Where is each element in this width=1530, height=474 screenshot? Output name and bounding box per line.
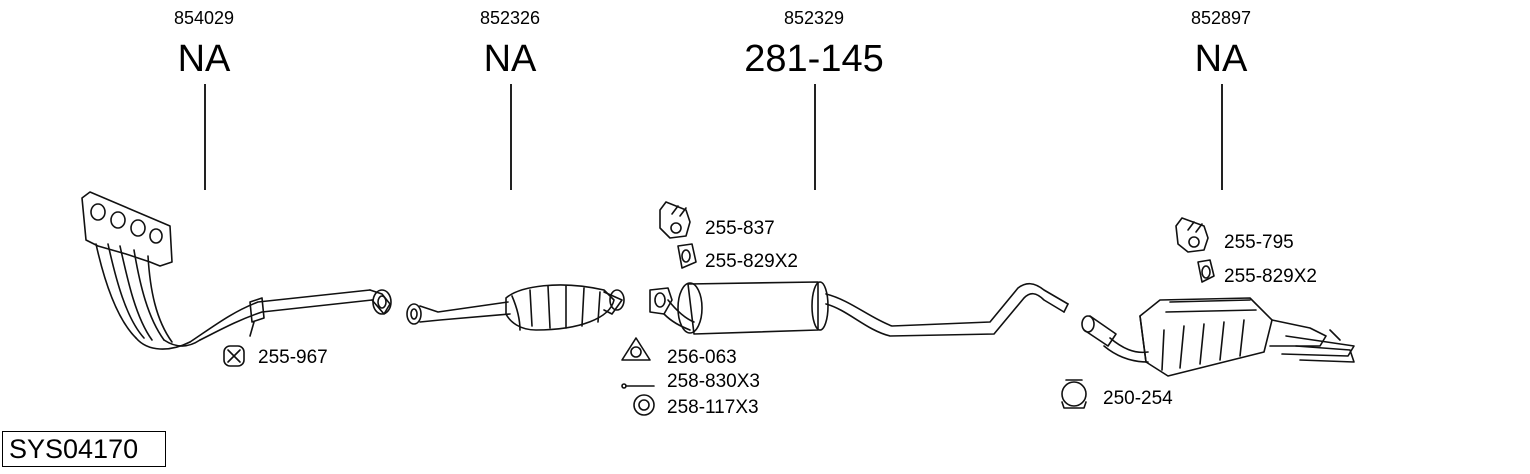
bolt-icon	[621, 383, 655, 389]
leader-line-4	[1221, 84, 1223, 190]
leader-line-3	[814, 84, 816, 190]
system-id-box: SYS04170	[2, 431, 166, 467]
column-code-1: 854029	[173, 8, 235, 28]
washer-ring-icon	[633, 394, 655, 416]
column-code-3: 852329	[783, 8, 845, 28]
part-ref-255-967: 255-967	[258, 347, 328, 368]
rubber-ring-icon	[677, 243, 697, 269]
part-ref-255-795: 255-795	[1224, 232, 1294, 253]
center-silencer	[649, 281, 1069, 337]
hanger-bracket-icon-2	[1175, 217, 1209, 253]
gasket-icon	[621, 337, 651, 361]
column-code-2: 852326	[479, 8, 541, 28]
hanger-bracket-icon	[659, 201, 691, 239]
clamp-icon	[1061, 379, 1087, 409]
column-number-3: 281-145	[744, 38, 884, 80]
part-ref-255-829x2-a: 255-829X2	[705, 251, 798, 272]
column-number-1: NA	[177, 38, 231, 80]
catalytic-converter	[406, 284, 625, 331]
rubber-ring-icon-2	[1197, 259, 1215, 283]
part-ref-250-254: 250-254	[1103, 388, 1173, 409]
exhaust-manifold	[81, 191, 392, 350]
column-code-4: 852897	[1190, 8, 1252, 28]
leader-line-2	[510, 84, 512, 190]
part-ref-256-063: 256-063	[667, 347, 737, 368]
column-number-2: NA	[483, 38, 537, 80]
part-ref-255-829x2-b: 255-829X2	[1224, 266, 1317, 287]
rubber-mount-icon	[223, 345, 245, 367]
part-ref-255-837: 255-837	[705, 218, 775, 239]
leader-line-1	[204, 84, 206, 190]
part-ref-258-117x3: 258-117X3	[667, 397, 759, 418]
rear-muffler	[1081, 297, 1355, 377]
part-ref-258-830x3: 258-830X3	[667, 371, 760, 392]
column-number-4: NA	[1194, 38, 1248, 80]
